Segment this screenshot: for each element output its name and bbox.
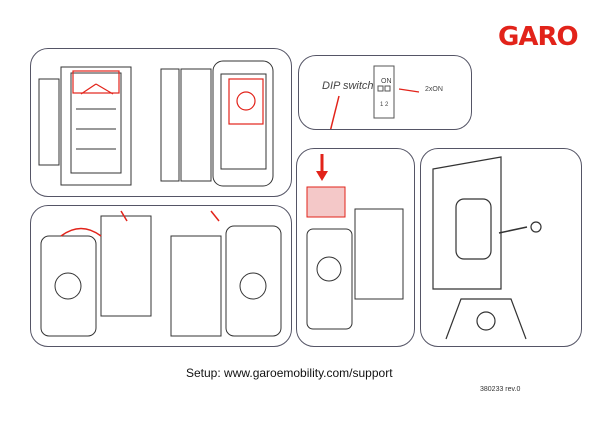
setup-url-text: Setup: www.garoemobility.com/support xyxy=(186,366,393,380)
dip-switch-numbers: 1 2 xyxy=(380,102,389,108)
garo-logo: GARO xyxy=(498,22,579,52)
dip-switch-label: DIP switch xyxy=(322,80,374,92)
panel-socket-detail xyxy=(420,148,582,347)
socket-detail-drawing xyxy=(432,156,542,340)
cable-routing-drawing xyxy=(40,210,282,337)
dip-location-drawing xyxy=(306,154,404,330)
dip-switch-drawing xyxy=(329,65,420,129)
panel-dip-location xyxy=(296,148,415,347)
panel-dip-switch xyxy=(298,55,472,130)
charger-open-drawing xyxy=(38,60,274,187)
dip-on-label: ON xyxy=(381,78,392,85)
dip-setting-label: 2xON xyxy=(425,86,443,93)
document-number: 380233 rev.0 xyxy=(480,386,521,393)
panel-cable-routing xyxy=(30,205,292,347)
panel-charger-internals xyxy=(30,48,292,197)
